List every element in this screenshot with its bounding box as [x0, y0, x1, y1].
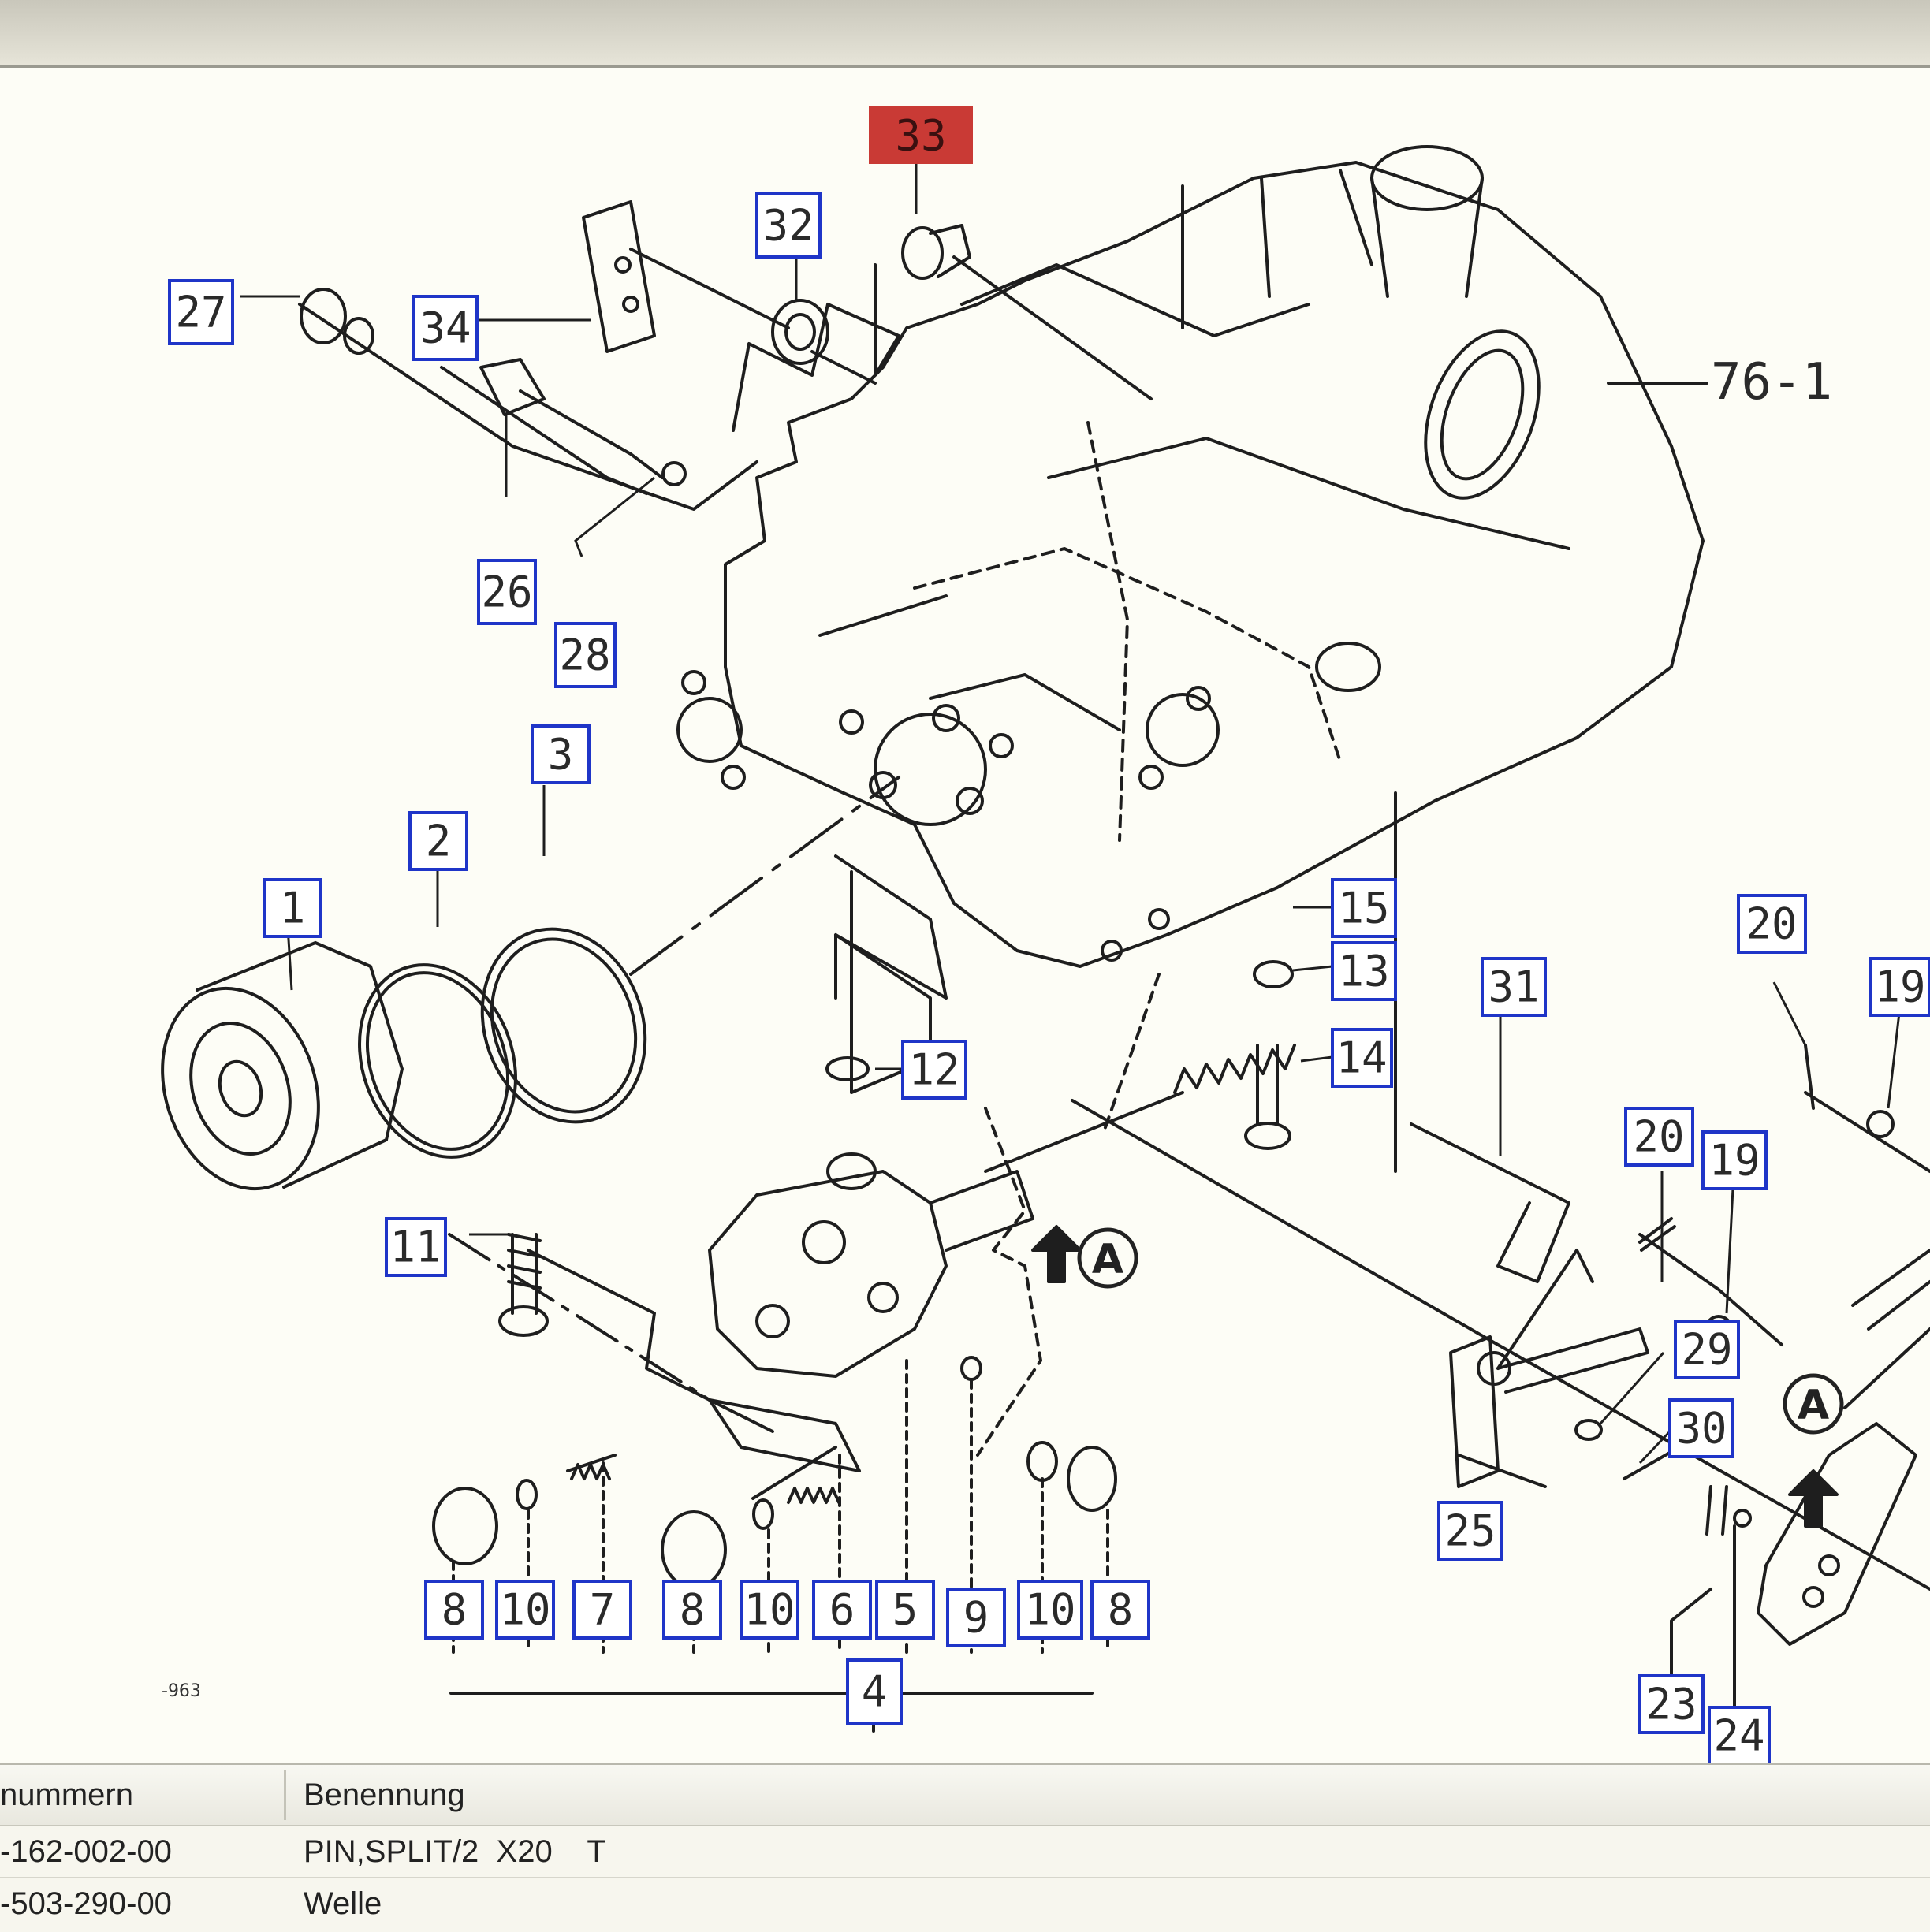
callout-10-middle[interactable]: 10: [740, 1580, 799, 1640]
svg-text:20: 20: [1633, 1112, 1684, 1162]
callout-19-lower[interactable]: 19: [1701, 1130, 1768, 1190]
svg-text:1: 1: [280, 884, 306, 933]
parts-list-table: nummern Benennung -162-002-00 PIN,SPLIT/…: [0, 1763, 1930, 1932]
table-row[interactable]: -503-290-00 Welle: [0, 1878, 1930, 1929]
callout-10-left[interactable]: 10: [495, 1580, 555, 1640]
callout-leaders: [240, 162, 1902, 1465]
table-row[interactable]: -162-002-00 PIN,SPLIT/2 X20 T: [0, 1826, 1930, 1878]
svg-text:20: 20: [1746, 899, 1797, 949]
svg-text:13: 13: [1338, 947, 1389, 996]
column-header-name[interactable]: Benennung: [304, 1777, 465, 1812]
table-header: nummern Benennung: [0, 1765, 1930, 1826]
part-number-cell: -503-290-00: [0, 1885, 172, 1921]
callout-15[interactable]: 15: [1331, 878, 1397, 938]
svg-text:24: 24: [1713, 1711, 1764, 1761]
column-header-number[interactable]: nummern: [0, 1777, 133, 1812]
callout-8-left[interactable]: 8: [424, 1580, 484, 1640]
callout-3[interactable]: 3: [531, 724, 591, 784]
part-name-cell: PIN,SPLIT/2 X20 T: [304, 1833, 606, 1869]
svg-text:5: 5: [892, 1585, 918, 1635]
callout-7[interactable]: 7: [572, 1580, 632, 1640]
callout-23[interactable]: 23: [1638, 1674, 1705, 1734]
svg-text:11: 11: [389, 1223, 441, 1272]
callout-10-right[interactable]: 10: [1017, 1580, 1083, 1640]
part-name-cell: Welle: [304, 1885, 382, 1921]
callout-4[interactable]: 4: [846, 1658, 903, 1725]
svg-text:8: 8: [442, 1585, 468, 1635]
svg-text:4: 4: [862, 1667, 888, 1717]
callout-20-upper[interactable]: 20: [1737, 894, 1807, 954]
callout-33[interactable]: 33: [869, 106, 973, 164]
callout-30[interactable]: 30: [1668, 1398, 1734, 1458]
svg-text:30: 30: [1675, 1404, 1727, 1454]
circle-marker-a-left: A: [1077, 1227, 1138, 1289]
callout-14[interactable]: 14: [1331, 1028, 1393, 1088]
svg-text:23: 23: [1645, 1680, 1697, 1729]
callout-19-upper[interactable]: 19: [1869, 957, 1930, 1017]
svg-text:8: 8: [680, 1585, 706, 1635]
diagram-canvas: 33 32 27 34 26 28 3 2 1 15 13 14 12 31 2…: [161, 106, 1930, 1763]
callout-24[interactable]: 24: [1708, 1706, 1771, 1763]
callout-13[interactable]: 13: [1331, 941, 1397, 1001]
svg-text:28: 28: [559, 631, 610, 680]
svg-text:26: 26: [481, 568, 532, 617]
callout-25[interactable]: 25: [1437, 1501, 1503, 1561]
svg-text:A: A: [1092, 1236, 1123, 1283]
column-divider[interactable]: [284, 1770, 286, 1820]
svg-text:33: 33: [895, 111, 946, 161]
callout-8-right[interactable]: 8: [1090, 1580, 1150, 1640]
callout-1[interactable]: 1: [263, 878, 322, 938]
callout-9[interactable]: 9: [946, 1588, 1006, 1647]
svg-text:7: 7: [590, 1585, 616, 1635]
callouts[interactable]: 33 32 27 34 26 28 3 2 1 15 13 14 12 31 2…: [168, 106, 1930, 1763]
callout-12[interactable]: 12: [901, 1040, 967, 1100]
svg-text:31: 31: [1488, 962, 1539, 1012]
callout-8-middle[interactable]: 8: [662, 1580, 722, 1640]
svg-text:34: 34: [419, 303, 471, 353]
svg-text:14: 14: [1336, 1033, 1387, 1083]
svg-text:27: 27: [175, 288, 226, 337]
circle-marker-a-right: A: [1783, 1373, 1844, 1435]
svg-text:19: 19: [1708, 1136, 1760, 1186]
callout-31[interactable]: 31: [1481, 957, 1547, 1017]
callout-27[interactable]: 27: [168, 279, 234, 345]
svg-text:A: A: [1798, 1382, 1829, 1429]
svg-text:6: 6: [829, 1585, 855, 1635]
callout-11[interactable]: 11: [385, 1217, 447, 1277]
svg-text:8: 8: [1108, 1585, 1134, 1635]
drawing-code: -963: [162, 1681, 201, 1701]
svg-text:15: 15: [1338, 884, 1389, 933]
svg-text:10: 10: [499, 1585, 550, 1635]
callout-5[interactable]: 5: [875, 1580, 935, 1640]
svg-text:25: 25: [1444, 1506, 1496, 1556]
svg-text:10: 10: [1024, 1585, 1075, 1635]
svg-text:29: 29: [1681, 1325, 1732, 1375]
callout-32[interactable]: 32: [755, 192, 822, 259]
callout-20-lower[interactable]: 20: [1624, 1107, 1694, 1167]
svg-text:2: 2: [426, 817, 452, 866]
svg-text:12: 12: [908, 1045, 959, 1095]
callout-29[interactable]: 29: [1674, 1320, 1740, 1379]
housing-reference-label: 76-1: [1711, 353, 1832, 411]
line-art: [161, 145, 1930, 1733]
callout-34[interactable]: 34: [412, 295, 479, 361]
exploded-parts-diagram[interactable]: 33 32 27 34 26 28 3 2 1 15 13 14 12 31 2…: [0, 68, 1930, 1763]
window-top-bar: [0, 0, 1930, 68]
svg-text:10: 10: [743, 1585, 795, 1635]
part-number-cell: -162-002-00: [0, 1833, 172, 1869]
svg-text:3: 3: [548, 730, 574, 780]
callout-2[interactable]: 2: [408, 811, 468, 871]
svg-text:32: 32: [762, 201, 814, 251]
callout-6[interactable]: 6: [812, 1580, 872, 1640]
svg-text:9: 9: [963, 1593, 989, 1643]
callout-26[interactable]: 26: [477, 559, 537, 625]
callout-28[interactable]: 28: [554, 622, 617, 688]
svg-text:19: 19: [1874, 962, 1925, 1012]
